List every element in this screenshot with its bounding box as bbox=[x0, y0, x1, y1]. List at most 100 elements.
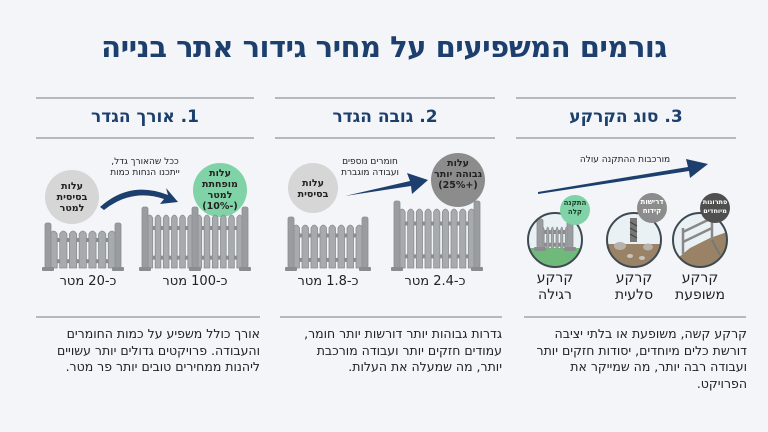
special-solutions-badge bbox=[700, 193, 730, 223]
fence-rail bbox=[288, 233, 368, 238]
sloped-soil-icon bbox=[672, 193, 730, 268]
fence-picket bbox=[59, 230, 68, 269]
tall-fence-icon bbox=[391, 200, 483, 271]
short-length-label: כ-20 מטר bbox=[59, 274, 117, 289]
short-fence-icon bbox=[42, 222, 124, 271]
fence-picket bbox=[424, 208, 432, 269]
fence-post-foot bbox=[564, 247, 576, 251]
fence-picket bbox=[171, 214, 178, 269]
fence-post bbox=[287, 216, 295, 269]
fence-post-foot bbox=[42, 267, 54, 271]
soil-label-line: סלעית bbox=[614, 287, 654, 303]
reduced-cost-circle bbox=[193, 163, 247, 217]
fence-post-foot bbox=[285, 267, 297, 271]
complexity-annotation: מורכבות ההתקנה עולה bbox=[579, 155, 671, 165]
height-annotation: חומרים נוספים ועבודה מוגברת bbox=[341, 157, 399, 178]
base-cost-circle bbox=[288, 163, 338, 213]
fence-picket bbox=[220, 214, 227, 269]
fence-picket bbox=[459, 208, 467, 269]
fence-picket bbox=[78, 230, 87, 269]
arrow-icon bbox=[345, 173, 428, 196]
divider bbox=[36, 137, 254, 139]
fence-picket bbox=[407, 208, 415, 269]
fence-rail bbox=[537, 230, 573, 234]
base-cost-text: עלות בסיסית bbox=[297, 178, 329, 200]
soil-label-line: קרקע bbox=[681, 270, 719, 286]
height-description: גדרות גבוהות יותר דורשות יותר חומר, עמוד… bbox=[304, 326, 502, 374]
fence-picket bbox=[154, 214, 162, 269]
fence-picket bbox=[328, 224, 336, 269]
fence-post bbox=[361, 216, 369, 269]
soil-label-line: קרקע bbox=[615, 270, 653, 286]
fence-picket bbox=[550, 226, 554, 249]
fence-picket bbox=[450, 208, 458, 269]
regular-soil-icon bbox=[527, 195, 590, 268]
standard-height-label: כ-1.8 מטר bbox=[297, 274, 359, 289]
page-title: גורמים המשפיעים על מחיר גידור אתר בנייה bbox=[101, 30, 667, 64]
base-cost-circle bbox=[45, 170, 99, 224]
divider bbox=[516, 97, 736, 99]
fence-post-foot bbox=[471, 267, 483, 271]
long-length-label: כ-100 מטר bbox=[162, 274, 228, 289]
fence-picket bbox=[555, 226, 559, 249]
fence-picket bbox=[355, 224, 363, 269]
fence-picket bbox=[107, 230, 116, 269]
rocky-soil-icon bbox=[606, 193, 667, 268]
soil-description: קרקע קשה, משופעת או בלתי יציבה דורשת כלי… bbox=[536, 326, 747, 391]
fence-picket bbox=[346, 224, 354, 269]
fence-picket bbox=[179, 214, 186, 269]
fence-picket bbox=[337, 224, 345, 269]
fence-picket bbox=[301, 224, 309, 269]
fence-picket bbox=[319, 224, 327, 269]
fence-post-foot bbox=[534, 247, 546, 251]
fence-picket bbox=[203, 214, 211, 269]
fence-picket bbox=[69, 230, 78, 269]
fence-post bbox=[191, 206, 199, 269]
fence-picket bbox=[546, 226, 550, 249]
drilling-text: דרישות קידוח bbox=[640, 198, 664, 215]
heading-soil-type: 3. סוג הקרקע bbox=[569, 107, 683, 127]
fence-rail bbox=[537, 242, 573, 247]
length-annotation: ככל שהאורך גדל, ייתכנו הנחות כמות bbox=[110, 157, 180, 178]
soil-label-line: קרקע bbox=[536, 270, 574, 286]
fence-post bbox=[241, 206, 249, 269]
fence-picket bbox=[415, 208, 423, 269]
fence-post-foot bbox=[359, 267, 371, 271]
fence-picket bbox=[88, 230, 97, 269]
fence-post bbox=[536, 218, 544, 249]
tall-height-label: כ-2.4 מטר bbox=[404, 274, 466, 289]
divider bbox=[36, 97, 254, 99]
easy-install-badge bbox=[560, 195, 590, 225]
fence-post-foot bbox=[189, 267, 201, 271]
fence-picket bbox=[441, 208, 449, 269]
fence-post bbox=[473, 200, 481, 269]
easy-install-text: התקנה קלה bbox=[563, 199, 587, 216]
higher-cost-circle bbox=[431, 153, 485, 207]
fence-post-foot bbox=[112, 267, 124, 271]
fence-post bbox=[114, 222, 122, 269]
fence-picket bbox=[98, 230, 107, 269]
fence-picket bbox=[228, 214, 235, 269]
fence-picket bbox=[433, 208, 441, 269]
fence-picket bbox=[310, 224, 318, 269]
drilling-required-badge bbox=[637, 193, 667, 223]
standard-height-fence-icon bbox=[285, 216, 371, 271]
fence-picket bbox=[467, 208, 475, 269]
fence-rail bbox=[288, 257, 368, 262]
divider bbox=[275, 137, 495, 139]
fence-post bbox=[44, 222, 52, 269]
special-solutions-text: פתרונות מיוחדים bbox=[702, 198, 728, 215]
long-fence-icon bbox=[139, 206, 251, 271]
fence-post bbox=[393, 200, 401, 269]
fence-post-foot bbox=[239, 267, 251, 271]
fence-post bbox=[141, 206, 149, 269]
reduced-cost-text: עלות מופחתת למטר (-10%) bbox=[202, 168, 238, 212]
length-description: אורך כולל משפיע על כמות החומרים והעבודה.… bbox=[56, 326, 260, 374]
divider bbox=[36, 316, 260, 318]
heading-fence-length: 1. אורך הגדר bbox=[91, 107, 199, 127]
fence-picket bbox=[560, 226, 564, 249]
